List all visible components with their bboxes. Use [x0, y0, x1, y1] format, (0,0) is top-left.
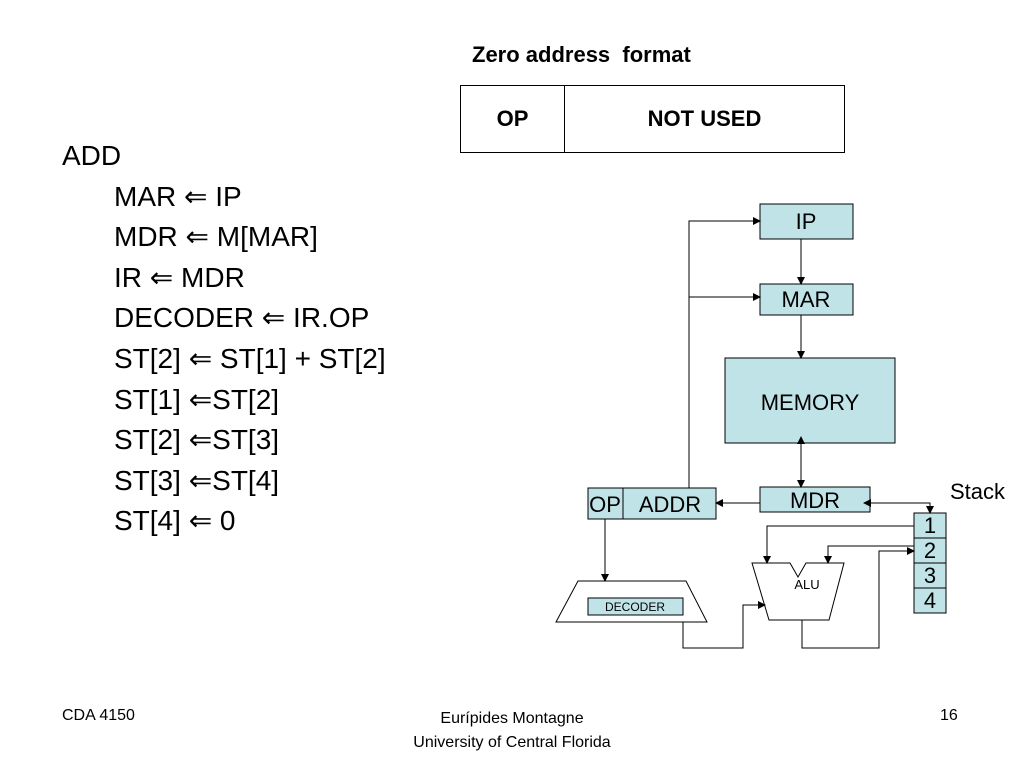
microcode-step: DECODER ⇐ IR.OP [114, 302, 370, 334]
mar-label: MAR [782, 287, 831, 312]
decoder-box [587, 597, 684, 616]
stack-cell: 4 [924, 588, 936, 613]
footer-university: University of Central Florida [413, 734, 611, 751]
mdr-register [759, 486, 871, 513]
microcode-step: IR ⇐ MDR [114, 261, 245, 293]
decoder-shape [555, 580, 708, 623]
format-op-field: OP [461, 86, 565, 152]
microcode-list: ADD MAR ⇐ IP MDR ⇐ M[MAR] IR ⇐ MDR DECOD… [62, 136, 386, 542]
ip-label: IP [796, 209, 817, 234]
stack-cell: 1 [924, 513, 936, 538]
datapath-wires [601, 217, 934, 649]
microcode-step: ST[1] ⇐ST[2] [114, 383, 280, 415]
instruction-name: ADD [62, 140, 122, 171]
instruction-format-box: OP NOT USED [460, 85, 845, 153]
footer-author-name: Eurípides Montagne [440, 710, 584, 727]
stack: 1 2 3 4 [913, 512, 947, 614]
microcode-step: ST[2] ⇐ST[3] [114, 424, 280, 456]
microcode-step: MAR ⇐ IP [114, 180, 242, 212]
mar-register [759, 283, 854, 316]
instruction-register [587, 487, 717, 520]
decoder-label: DECODER [605, 600, 665, 614]
stack-cell: 2 [924, 538, 936, 563]
memory-block [724, 357, 896, 444]
microcode-step: ST[3] ⇐ST[4] [114, 464, 280, 496]
format-not-used-field: NOT USED [647, 106, 762, 131]
memory-label: MEMORY [761, 390, 860, 415]
ir-addr-label: ADDR [639, 492, 701, 517]
microcode-step: MDR ⇐ M[MAR] [114, 221, 318, 253]
alu-label: ALU [794, 577, 819, 592]
footer-course: CDA 4150 [62, 707, 135, 724]
mdr-label: MDR [790, 488, 840, 513]
microcode-step: ST[4] ⇐ 0 [114, 505, 236, 537]
page-number: 16 [940, 707, 958, 724]
footer-author: Eurípides Montagne University of Central… [362, 707, 662, 755]
ir-op-label: OP [589, 492, 621, 517]
format-title: Zero address format [472, 42, 691, 67]
stack-cell: 3 [924, 563, 936, 588]
microcode-step: ST[2] ⇐ ST[1] + ST[2] [114, 342, 386, 374]
stack-label: Stack [950, 479, 1006, 504]
ip-register [759, 203, 854, 240]
